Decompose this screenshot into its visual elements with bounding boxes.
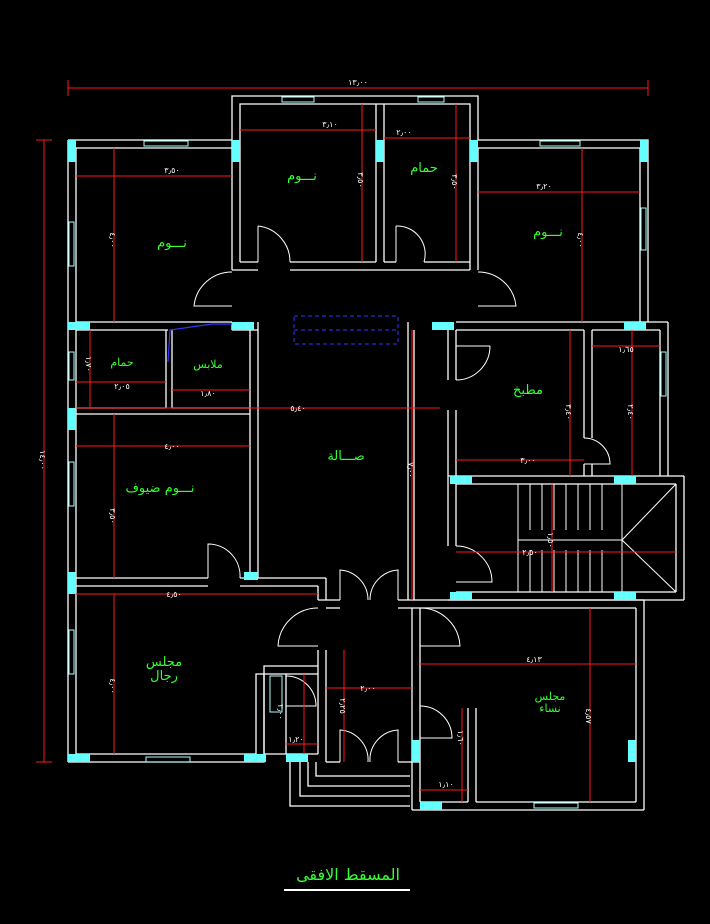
dim-bath-left-width: ٢٫٠٥ bbox=[114, 382, 130, 391]
dim-bedroom-left-depth: ٤٫٠٠ bbox=[108, 232, 117, 248]
dim-bedroom-right-depth: ٤٫٠٠ bbox=[576, 232, 585, 248]
dim-wardrobe-width: ١٫٨٠ bbox=[200, 389, 216, 398]
room-label-women-majlis: مجلس bbox=[535, 690, 566, 703]
dim-men-majlis-width: ٤٫٥٠ bbox=[166, 590, 182, 599]
overall-width-dim: ١٣٫٠٠ bbox=[348, 78, 368, 87]
dim-storage-width: ١٫٦٥ bbox=[618, 345, 634, 354]
dim-bath-top-width: ٢٫٠٠ bbox=[396, 128, 412, 137]
dim-entrance-width: ٢٫٠٠ bbox=[360, 684, 376, 693]
dim-bedroom-left-width: ٣٫٥٠ bbox=[164, 166, 180, 175]
dim-guest-width: ٤٫٠٠ bbox=[164, 442, 180, 451]
dim-storage-depth: ٢٫٤٠ bbox=[626, 404, 635, 420]
dim-stairs-depth: ١٫٥٠ bbox=[546, 532, 555, 548]
dim-stairs-width: ٢٫٥٠ bbox=[522, 548, 538, 557]
room-label-guest-bedroom: نـــوم ضيوف bbox=[125, 481, 194, 496]
dim-wc-depth: ٢٫٠٠ bbox=[276, 704, 285, 720]
dim-hall-width: ٥٫٤٠ bbox=[290, 404, 306, 413]
columns bbox=[68, 140, 648, 810]
dim-guest-depth: ٣٫٥٠ bbox=[108, 508, 117, 524]
dim-bedroom-top-depth: ٣٫٥٠ bbox=[356, 172, 365, 188]
dimension-lines bbox=[76, 104, 676, 802]
dim-corridor-depth: ١٫٦٠ bbox=[456, 730, 465, 746]
dim-men-majlis-depth: ٤٫٠٠ bbox=[108, 678, 117, 694]
plan-title: المسقط الافقى bbox=[296, 865, 400, 884]
dim-kitchen-width: ٣٫٠٠ bbox=[520, 456, 536, 465]
overall-dimensions bbox=[36, 80, 649, 763]
staircase bbox=[517, 483, 677, 593]
walls bbox=[67, 95, 685, 811]
windows bbox=[68, 96, 667, 809]
dim-women-majlis-width: ٤٫١٣ bbox=[526, 655, 542, 664]
room-label-bedroom-left: نـــوم bbox=[157, 236, 187, 251]
dim-entrance-depth: ٢٫٢٥ bbox=[338, 698, 347, 714]
overall-height-dim: ١٤٫٠٠ bbox=[38, 450, 47, 470]
dim-hall-depth: ٧٫٠٠ bbox=[406, 462, 415, 478]
skylight bbox=[293, 315, 399, 345]
doors bbox=[193, 225, 611, 763]
room-label-wardrobe: ملابس bbox=[193, 358, 223, 371]
dim-corridor-width: ١٫١٠ bbox=[438, 780, 454, 789]
dim-women-majlis-depth: ٤٫٥٧ bbox=[584, 708, 593, 724]
room-label-hall: صـــالة bbox=[327, 449, 364, 464]
room-label-bedroom-top: نـــوم bbox=[287, 169, 317, 184]
room-sublabel-women-majlis: نساء bbox=[539, 702, 560, 715]
room-sublabel-men-majlis: رجال bbox=[150, 669, 178, 684]
room-label-men-majlis: مجلس bbox=[146, 655, 182, 670]
room-label-bedroom-right: نـــوم bbox=[533, 225, 563, 240]
dim-bath-left-depth: ١٫٧٠ bbox=[84, 356, 93, 372]
dim-kitchen-depth: ٣٫٤٠ bbox=[564, 404, 573, 420]
dim-bedroom-top-width: ٣٫١٠ bbox=[322, 120, 338, 129]
room-label-kitchen: مطبخ bbox=[513, 383, 543, 398]
dim-wc-width: ١٫٢٠ bbox=[288, 735, 304, 744]
dim-bedroom-right-width: ٣٫٢٠ bbox=[536, 182, 552, 191]
dim-bath-top-depth: ٣٫٥٠ bbox=[450, 174, 459, 190]
blue-partition bbox=[167, 323, 232, 363]
room-label-bath-top: حمام bbox=[410, 161, 438, 176]
room-label-bath-left: حمام bbox=[110, 356, 133, 369]
